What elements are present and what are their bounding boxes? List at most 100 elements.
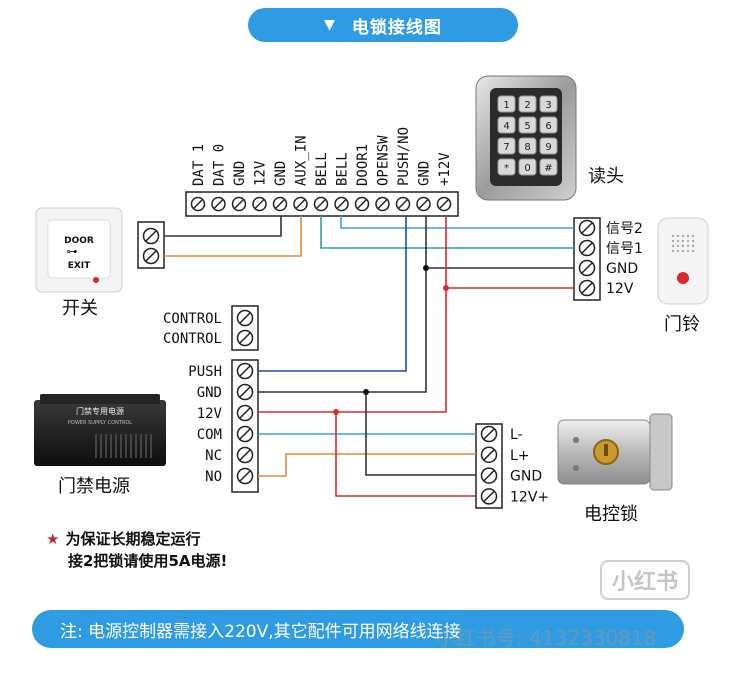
keypad-key-label: 6: [545, 121, 551, 132]
keypad-key-label: 7: [503, 142, 509, 153]
keypad-key-label: *: [504, 163, 509, 174]
terminal-screw-icon: [236, 425, 254, 443]
terminal-screw-icon: [480, 425, 498, 443]
keypad-key: #: [539, 158, 558, 176]
keypad-key-label: 5: [524, 121, 530, 132]
wire-junctions: [333, 265, 449, 415]
terminal-screw-icon: [395, 196, 411, 212]
doorbell-terminal-label: 信号1: [606, 241, 643, 257]
exit-switch-text-top: DOOR: [64, 236, 94, 246]
keypad-key-label: 4: [503, 121, 509, 132]
terminal-screw-icon: [236, 446, 254, 464]
terminal-screw-icon: [236, 329, 254, 347]
keypad-key-label: 1: [503, 100, 509, 111]
reader-terminal-label: GND: [273, 161, 289, 186]
exit-switch-device: DOOR ⊶ EXIT: [35, 207, 123, 293]
note-block: ★为保证长期稳定运行 接2把锁请使用5A电源!: [46, 528, 227, 572]
watermark-id: 小红书号: 4132330818: [436, 626, 657, 650]
reader-terminal-label: 12V: [253, 160, 269, 186]
terminal-screw-icon: [272, 196, 288, 212]
keypad-key: 7: [497, 137, 516, 155]
lock-terminal-label: L-: [510, 427, 523, 443]
reader-terminal-label: OPENSW: [376, 135, 392, 186]
terminal-screw-icon: [252, 196, 267, 212]
keypad-key: *: [497, 158, 516, 176]
terminal-screw-icon: [480, 488, 498, 505]
triangle-down-icon: ▼: [324, 17, 336, 33]
terminal-screw-icon: [293, 196, 308, 212]
keypad-key-label: #: [544, 163, 552, 174]
terminal-screw-icon: [236, 404, 254, 422]
doorbell-terminal-label: 信号2: [606, 221, 643, 237]
reader-label: 读头: [588, 166, 624, 187]
power-supply-terminal-label: PUSH: [188, 364, 222, 380]
power-supply-terminal-label: GND: [197, 385, 222, 401]
control-terminals: CONTROL CONTROL: [163, 305, 259, 351]
power-supply-label: 门禁电源: [58, 476, 130, 497]
footer-text: 注: 电源控制器需接入220V,其它配件可用网络线连接: [60, 621, 461, 642]
terminal-screw-icon: [211, 196, 226, 212]
terminal-screw-icon: [236, 467, 254, 485]
note-line-1: 为保证长期稳定运行: [65, 530, 201, 548]
terminal-screw-icon: [578, 239, 596, 257]
terminal-screw-icon: [142, 227, 160, 245]
power-supply-terminal-label: NO: [205, 469, 222, 485]
doorbell-device: [657, 217, 709, 305]
terminal-screw-icon: [416, 196, 431, 212]
power-supply-terminal-label: 12V: [197, 406, 223, 422]
power-supply-device: 门禁专用电源 POWER SUPPLY CONTROL: [34, 394, 166, 466]
control-terminal-label: CONTROL: [163, 311, 222, 327]
doorbell-terminal-label: 12V: [606, 281, 634, 297]
exit-switch-text-bottom: EXIT: [68, 261, 91, 271]
terminal-screw-icon: [480, 446, 498, 464]
keypad-key: 8: [518, 137, 537, 155]
power-supply-device-subtitle: POWER SUPPLY CONTROL: [68, 420, 132, 426]
diagram-title-banner: ▼ 电锁接线图: [248, 8, 518, 42]
reader-terminal-label: DAT 0: [212, 144, 228, 186]
reader-terminal-label: PUSH/NO: [396, 127, 412, 186]
power-supply-terminal-label: COM: [197, 427, 222, 443]
terminal-screw-icon: [354, 196, 370, 212]
power-supply-device-title: 门禁专用电源: [76, 406, 124, 416]
keypad-key: 3: [539, 95, 558, 113]
terminal-screw-icon: [142, 247, 160, 265]
terminal-screw-icon: [375, 196, 390, 212]
keypad-key: 2: [518, 95, 537, 113]
terminal-screw-icon: [436, 196, 452, 212]
keypad-key: 5: [518, 116, 537, 134]
terminal-screw-icon: [578, 259, 596, 277]
terminal-screw-icon: [236, 383, 254, 401]
reader-terminal-label: +12V: [437, 152, 453, 186]
star-icon: ★: [46, 530, 60, 548]
keypad-key-label: 3: [545, 100, 551, 111]
exit-switch-terminals: [137, 221, 165, 269]
exit-switch-label: 开关: [62, 298, 98, 319]
footer-banner: 注: 电源控制器需接入220V,其它配件可用网络线连接: [32, 610, 684, 648]
key-icon: ⊶: [67, 245, 78, 258]
keypad-key-label: 2: [524, 100, 530, 111]
terminal-screw-icon: [578, 279, 596, 297]
terminal-screw-icon: [578, 219, 596, 237]
reader-terminal-label: DOOR1: [355, 144, 371, 186]
terminal-screw-icon: [231, 196, 247, 212]
reader-terminal-label: DAT 1: [191, 144, 207, 186]
terminal-screw-icon: [236, 309, 254, 327]
terminal-screw-icon: [313, 196, 329, 212]
lock-terminal-label: 12V+: [510, 489, 549, 505]
doorbell-terminal-label: GND: [606, 261, 638, 277]
control-terminal-label: CONTROL: [163, 331, 222, 347]
watermark-logo: 小红书: [600, 560, 691, 600]
lock-terminal-label: L+: [510, 448, 530, 464]
keypad-key: 4: [497, 116, 516, 134]
reader-terminal-label: GND: [417, 161, 433, 186]
keypad-key-label: 0: [524, 163, 530, 174]
wires: [164, 216, 574, 497]
diagram-title: 电锁接线图: [351, 17, 442, 38]
lock-terminal-label: GND: [510, 469, 542, 485]
reader-terminal-label: GND: [232, 161, 248, 186]
